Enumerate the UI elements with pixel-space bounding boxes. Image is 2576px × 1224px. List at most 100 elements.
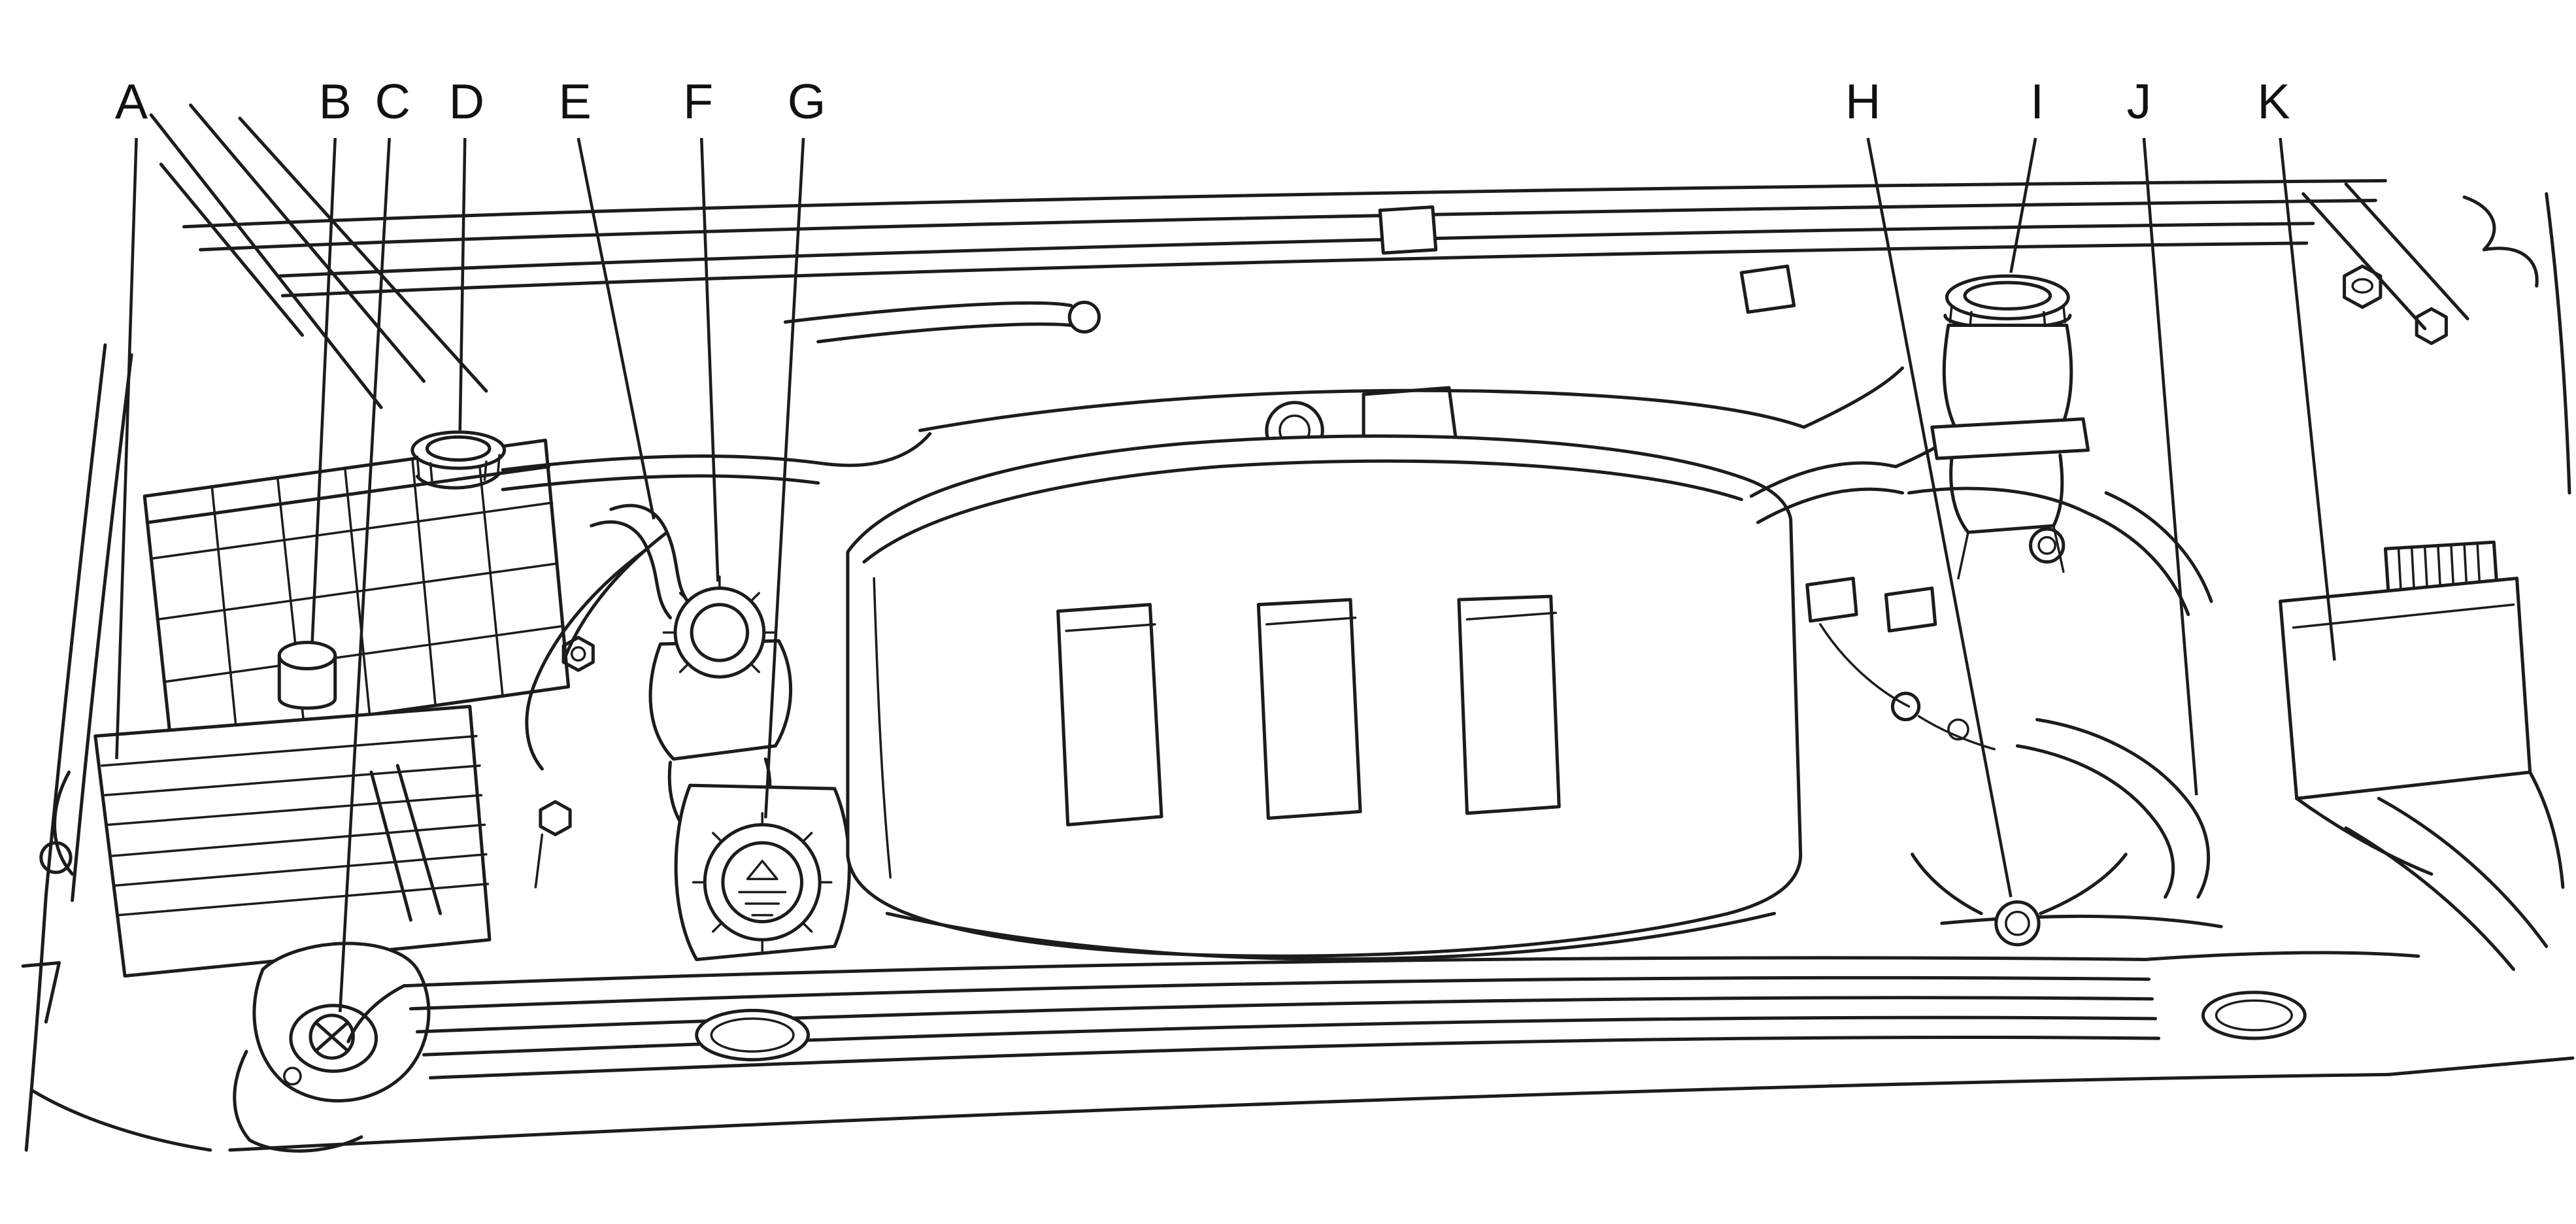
leader-line-E — [577, 137, 656, 520]
hex-bolt — [2343, 264, 2383, 309]
ribbed-block-fin — [107, 794, 483, 826]
crossmember-line — [422, 1015, 2158, 1057]
leader-line-D — [458, 138, 467, 431]
engine-cover-top-line — [862, 459, 1743, 564]
pipe-connector — [1994, 900, 2041, 947]
crossmember-hole-inner — [710, 1017, 795, 1053]
engine-cover-left-line — [873, 577, 892, 879]
line-fitting — [1890, 691, 1921, 722]
brake-reservoir-cap-inner — [1963, 280, 2052, 311]
heater-hose — [590, 520, 672, 620]
fender-edge — [159, 162, 304, 337]
callout-letter-H: H — [1845, 74, 1881, 129]
surge-tank-cap-inner — [721, 841, 804, 924]
fuse-box-grid — [156, 562, 558, 621]
hex-bolt-center — [2351, 278, 2374, 294]
crossmember-bottom-edge — [228, 1072, 2390, 1152]
upper-hose — [501, 432, 932, 472]
pump-cap-tick — [749, 662, 760, 673]
master-cylinder-bolt-inner — [2037, 536, 2057, 555]
cable-loop — [1067, 300, 1101, 334]
engine-cover-slot — [1256, 598, 1362, 820]
bracket-hole — [283, 1066, 302, 1086]
stud-bolt — [309, 1013, 355, 1060]
fender-edge — [149, 113, 383, 409]
cowl-clamp — [1378, 205, 1438, 255]
outlet-hose — [2035, 718, 2211, 899]
reservoir-neck — [415, 471, 501, 490]
callout-letter-J: J — [2127, 74, 2152, 129]
hex-bolt-stem — [534, 833, 544, 889]
line-fitting — [1947, 718, 1969, 741]
callout-letter-A: A — [115, 74, 148, 129]
master-cylinder — [1949, 453, 2064, 534]
cap-tick — [802, 922, 813, 933]
pump-cap-tick — [749, 592, 760, 603]
right-hose — [2084, 511, 2190, 617]
left-fender-line — [24, 343, 107, 1152]
leader-line-F — [699, 137, 720, 582]
pump-cap-inner — [690, 603, 750, 662]
engine-cover-bottom-shadow — [885, 911, 1776, 961]
crossmember-hole-inner — [2215, 999, 2293, 1032]
ribbed-block-fin — [117, 883, 490, 917]
fuel-line-clip — [1884, 586, 1937, 633]
pump-cap-tick — [678, 592, 690, 603]
callout-G: G — [763, 74, 826, 819]
cap-tick — [802, 832, 813, 843]
cap-tick — [712, 922, 723, 933]
fender-edge — [238, 116, 488, 393]
engine-line-art — [21, 103, 2575, 1153]
brake-reservoir-body — [1942, 324, 2073, 429]
master-cylinder-bracket — [2052, 524, 2065, 573]
panel-lower-line — [2528, 770, 2565, 889]
callout-letter-I: I — [2030, 74, 2044, 129]
brake-reservoir-flange — [1930, 417, 2090, 460]
reservoir-cap-inner — [425, 435, 492, 462]
callout-J: J — [2127, 74, 2198, 796]
reservoir-cap-knurl — [416, 455, 420, 478]
reservoir-cap-knurl — [429, 462, 433, 483]
leader-line-K — [2279, 137, 2336, 661]
callout-letter-G: G — [788, 74, 826, 129]
bracket-toe — [248, 1135, 363, 1153]
fuel-line — [1819, 623, 1911, 708]
stud-bolt-x — [315, 1021, 348, 1052]
leader-line-J — [2142, 137, 2198, 796]
wiper-arm — [816, 322, 1073, 344]
callout-letter-C: C — [375, 74, 410, 129]
vacuum-cap-body — [277, 654, 337, 710]
crossmember-line — [415, 996, 2154, 1034]
ribbed-block-fin — [104, 764, 481, 796]
cowl-brace-end — [1802, 366, 1905, 429]
fuse-box-grid — [150, 502, 554, 560]
crossmember-right-ext — [2386, 1056, 2575, 1076]
ribbed-block-fin — [110, 823, 486, 857]
right-fender-edge — [2301, 192, 2427, 331]
master-cylinder-bolt — [2029, 527, 2066, 564]
engine-cover-slot — [1056, 603, 1163, 826]
reservoir-cap-knurl — [483, 460, 488, 481]
callout-H: H — [1845, 74, 2013, 898]
heater-hose — [525, 547, 649, 771]
cowl-brace — [918, 388, 1806, 432]
callout-C: C — [339, 74, 410, 1012]
crossmember-line — [428, 1035, 2161, 1080]
cowl-bar — [280, 241, 2309, 298]
hex-bolt-center — [570, 646, 586, 662]
bracket-foot-inner — [289, 1004, 378, 1073]
hood-edge-line — [199, 199, 2377, 252]
cowl-clip — [1739, 264, 1796, 314]
bracket-arm — [395, 764, 443, 915]
pipe — [1911, 853, 1983, 915]
callout-letter-B: B — [319, 74, 352, 129]
leader-line-A — [115, 137, 138, 759]
lower-hose — [1940, 914, 2223, 928]
right-hose — [1756, 487, 1905, 524]
engine-cover-slot-line — [1065, 623, 1156, 632]
callout-letter-F: F — [683, 74, 713, 129]
bracket-toe — [233, 1049, 252, 1142]
panel-lower-line — [2295, 796, 2434, 876]
cap-symbol-arrow — [746, 859, 778, 881]
